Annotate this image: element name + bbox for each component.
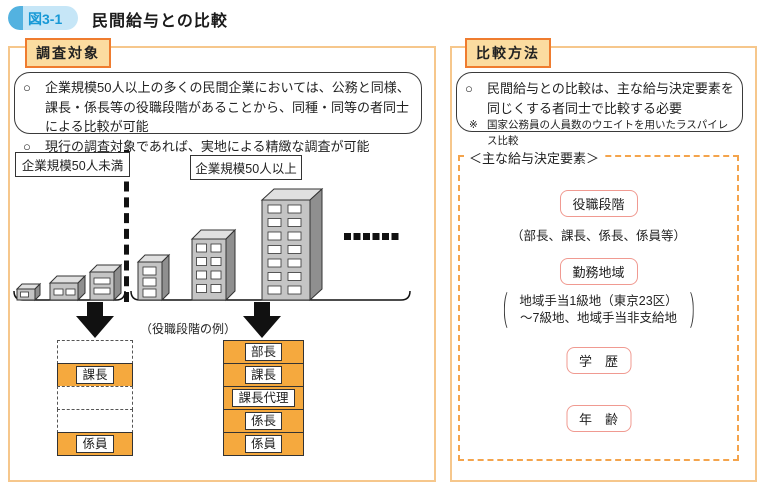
right-parenthesis-icon [682,289,694,331]
role-row: 課長 [223,363,304,387]
comparison-method-panel: 比較方法 ○ 民間給与との比較は、主な給与決定要素を同じくする者同士で比較する必… [450,38,757,482]
survey-target-bullet-box: ○ 企業規模50人以上の多くの民間企業においては、公務と同様、課長・係長等の役職… [14,72,422,154]
role-row: 係長 [223,409,304,433]
role-row: 部長 [223,340,304,364]
circle-bullet-icon: ○ [23,80,31,95]
factor-post-note: （部長、課長、係長、係員等） [510,229,686,243]
factor-chip-education: 学 歴 [565,347,632,374]
factor-region-note-line1: 地域手当1級地（東京23区） [519,294,678,309]
comparison-method-tab: 比較方法 [465,38,551,68]
role-label: 課長 [76,365,114,385]
empty-role-row [57,340,133,364]
small-building-icon-1 [15,282,42,302]
role-label: 係長 [244,411,282,431]
factor-region-note: 地域手当1級地（東京23区） ～7級地、地域手当非支給地 [503,289,694,331]
bullet-item: ○ 民間給与との比較は、主な給与決定要素を同じくする者同士で比較する必要 [465,79,734,118]
large-building-icon-3 [260,188,324,302]
role-label: 係員 [76,434,114,454]
comparison-method-bullet-box: ○ 民間給与との比較は、主な給与決定要素を同じくする者同士で比較する必要 ※ 国… [456,72,743,147]
left-parenthesis-icon [503,289,515,331]
figure-title: 民間給与との比較 [92,13,228,30]
bullet-text: 民間給与との比較は、主な給与決定要素を同じくする者同士で比較する必要 [487,81,734,116]
small-building-icon-3 [88,263,123,302]
note-item: ※ 国家公務員の人員数のウエイトを用いたラスパイレス比較 [465,118,734,150]
empty-role-row [57,386,133,410]
dashed-divider-line [124,150,129,302]
salary-factors-box: ＜主な給与決定要素＞ 役職段階 （部長、課長、係長、係員等） 勤務地域 地域手当… [458,148,739,461]
large-building-icon-2 [190,228,237,302]
bullet-item: ○ 現行の調査対象であれば、実地による精緻な調査が可能 [23,137,413,157]
circle-bullet-icon: ○ [465,81,473,96]
stack-caption: （役職段階の例） [140,322,237,336]
reference-mark-icon: ※ [469,119,478,131]
large-company-role-stack: 部長 課長 課長代理 係長 係員 [223,340,304,456]
role-row: 課長 [57,363,133,387]
down-arrow-icon-right [243,302,281,338]
role-label: 課長 [244,365,282,385]
circle-bullet-icon: ○ [23,138,31,154]
ellipsis-dots-icon [344,233,399,240]
role-label: 係員 [244,434,282,454]
bullet-text: 企業規模50人以上の多くの民間企業においては、公務と同様、課長・係長等の役職段階… [45,80,410,134]
role-row: 課長代理 [223,386,304,410]
large-building-icon-1 [136,253,171,302]
small-company-role-stack: 課長 係員 [57,340,133,456]
role-row: 係員 [223,432,304,456]
factor-chip-age: 年 齢 [565,405,632,432]
bullet-item: ○ 企業規模50人以上の多くの民間企業においては、公務と同様、課長・係長等の役職… [23,78,413,137]
role-label: 課長代理 [232,388,295,408]
buildings-scene [13,188,411,338]
factor-region-note-text: 地域手当1級地（東京23区） ～7級地、地域手当非支給地 [519,293,677,327]
figure-number-badge: 図3-1 [8,6,78,30]
bullet-text: 現行の調査対象であれば、実地による精緻な調査が可能 [45,138,370,154]
small-building-icon-2 [48,274,87,302]
factor-chip-region: 勤務地域 [559,258,638,285]
down-arrow-icon-left [76,302,114,338]
large-company-label: 企業規模50人以上 [190,155,302,180]
note-text: 国家公務員の人員数のウエイトを用いたラスパイレス比較 [487,119,729,147]
empty-role-row [57,409,133,433]
role-row: 係員 [57,432,133,456]
factor-chip-post: 役職段階 [559,190,638,217]
survey-target-panel: 調査対象 ○ 企業規模50人以上の多くの民間企業においては、公務と同様、課長・係… [8,38,436,482]
factor-region-note-line2: ～7級地、地域手当非支給地 [520,311,677,325]
role-label: 部長 [244,342,282,362]
small-company-label: 企業規模50人未満 [15,152,130,177]
figure-number: 図3-1 [28,11,63,27]
badge-cap-icon [8,6,23,30]
salary-factors-title: ＜主な給与決定要素＞ [466,148,603,167]
survey-target-tab: 調査対象 [25,38,111,68]
